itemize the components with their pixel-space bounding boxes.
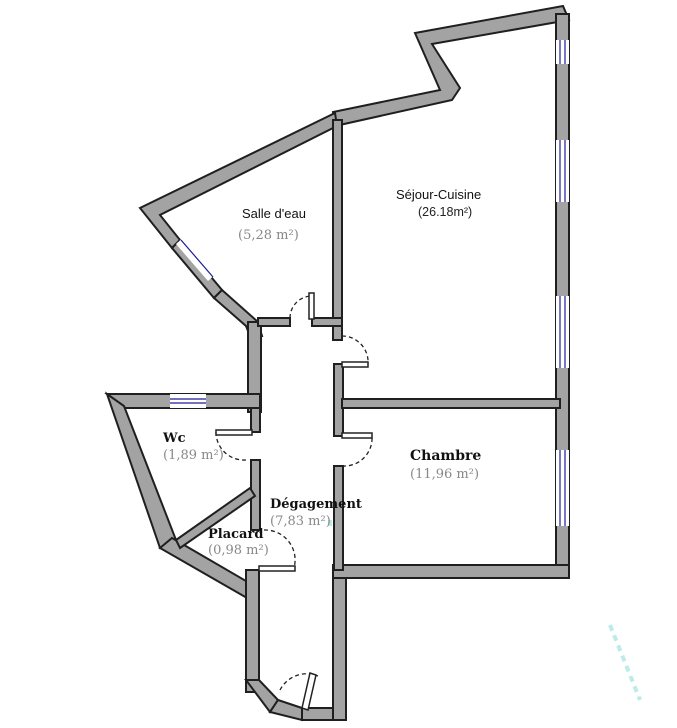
- room-area-wc: (1,89 m²): [163, 448, 224, 463]
- wall-corridor-right-bottom: [332, 565, 347, 721]
- room-name-degagement: Dégagement: [270, 497, 362, 512]
- room-area-placard: (0,98 m²): [208, 543, 269, 558]
- room-area-degagement: (7,83 m²): [270, 514, 331, 529]
- room-labels: Séjour-Cuisine (26.18m²) Salle d'eau (5,…: [162, 187, 481, 558]
- door-placard-swing: [263, 529, 296, 569]
- room-area-sejour: (26.18m²): [418, 205, 472, 219]
- room-name-sejour: Séjour-Cuisine: [396, 187, 481, 202]
- door-sejour-leaf[interactable]: [341, 361, 369, 368]
- wall-salle-bottom-left: [257, 317, 291, 327]
- wall-entry-bottom-left: [268, 698, 303, 722]
- wall-wc-placard: [174, 486, 257, 550]
- door-entry-swing: [279, 673, 319, 691]
- door-chambre-leaf[interactable]: [341, 432, 373, 439]
- room-name-chambre: Chambre: [410, 448, 481, 464]
- room-name-wc: Wc: [162, 431, 186, 446]
- room-area-chambre: (11,96 m²): [410, 467, 479, 482]
- interior-walls: [174, 119, 561, 571]
- windows: [170, 40, 569, 526]
- door-salle-leaf[interactable]: [308, 292, 315, 320]
- wall-top-right: [331, 4, 571, 128]
- wall-sejour-chambre: [341, 398, 561, 409]
- wall-salle-sejour: [332, 119, 343, 341]
- room-name-salle: Salle d'eau: [242, 206, 306, 221]
- wall-salle-bottom-right: [311, 317, 343, 327]
- room-name-placard: Placard: [208, 527, 263, 542]
- door-entry-leaf[interactable]: [301, 672, 317, 711]
- door-placard-leaf[interactable]: [258, 565, 296, 572]
- door-wc-leaf[interactable]: [215, 429, 253, 436]
- door-chambre-swing: [341, 435, 373, 467]
- doors[interactable]: [215, 292, 373, 711]
- wall-chambre-bottom: [332, 564, 570, 579]
- door-sejour-swing: [341, 335, 369, 365]
- room-area-salle: (5,28 m²): [238, 228, 299, 243]
- watermark: [250, 400, 642, 701]
- door-wc-swing: [215, 431, 247, 461]
- wall-left-diagonal: [105, 391, 178, 550]
- wall-corridor-left-bottom: [245, 569, 260, 693]
- wall-corridor-right-low: [333, 465, 344, 571]
- wall-corridor-left-mid: [250, 407, 261, 433]
